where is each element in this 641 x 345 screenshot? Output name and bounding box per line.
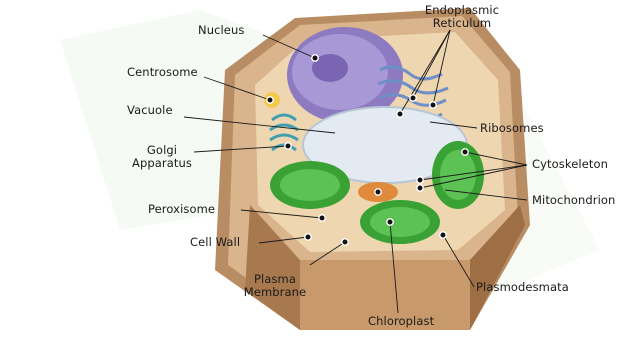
label-cell-wall: Cell Wall	[190, 236, 240, 249]
label-plasmodesmata: Plasmodesmata	[476, 281, 569, 294]
label-mitochondrion: Mitochondrion	[532, 194, 615, 207]
label-endoplasmic-reticulum: Endoplasmic Reticulum	[412, 4, 512, 30]
label-centrosome: Centrosome	[127, 66, 198, 79]
label-golgi-line2: Apparatus	[127, 157, 197, 170]
label-plasma-membrane-line2: Membrane	[235, 286, 315, 299]
label-endoplasmic-reticulum-line2: Reticulum	[412, 17, 512, 30]
label-chloroplast: Chloroplast	[368, 315, 434, 328]
label-ribosomes: Ribosomes	[480, 122, 544, 135]
label-peroxisome: Peroxisome	[148, 203, 215, 216]
label-golgi-apparatus: Golgi Apparatus	[127, 144, 197, 170]
label-nucleus: Nucleus	[198, 24, 244, 37]
label-vacuole: Vacuole	[127, 104, 173, 117]
label-cytoskeleton: Cytoskeleton	[532, 158, 608, 171]
label-plasma-membrane: Plasma Membrane	[235, 273, 315, 299]
